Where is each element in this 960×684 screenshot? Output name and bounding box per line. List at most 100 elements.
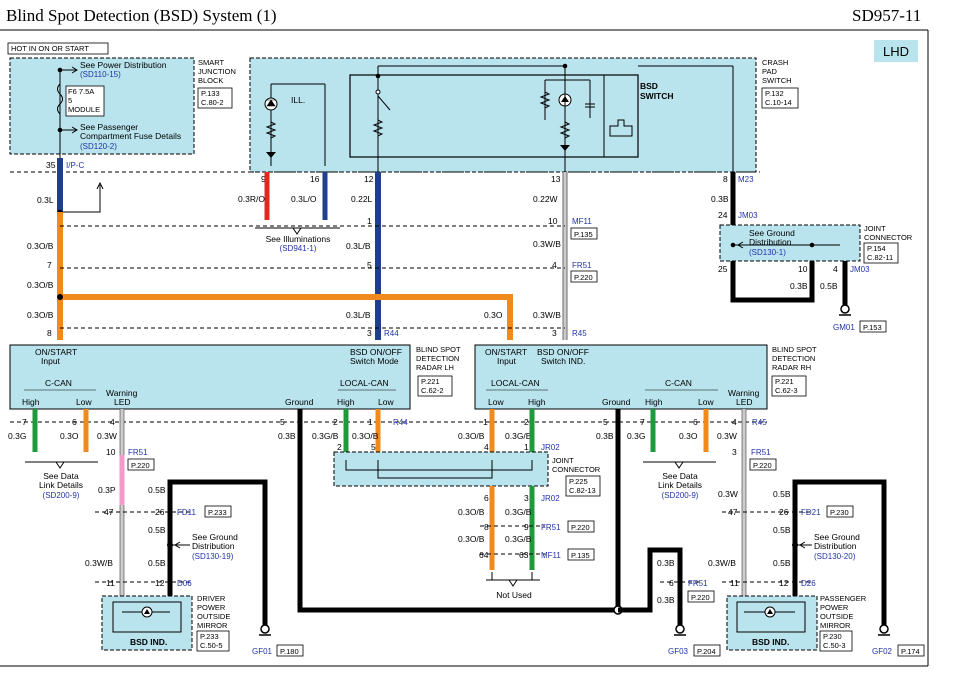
illum-ref: (SD941-1)	[280, 244, 317, 253]
rh-wire-03gb: 0.3G/B	[505, 431, 532, 441]
jcc-pin-5: 5	[371, 442, 376, 452]
sjb-name-1: SMART	[198, 58, 225, 67]
rm-fr51: FR51	[751, 448, 771, 457]
mid-fr51: FR51	[572, 261, 592, 270]
joint-connector-right	[719, 224, 861, 262]
jcc-wire-1: 0.3O/B	[458, 507, 485, 517]
rm-name-2: POWER	[820, 603, 849, 612]
lh-wire-03w: 0.3W	[97, 431, 117, 441]
jcc-ref-box	[565, 475, 601, 497]
rh-datalink-2: Link Details	[658, 480, 702, 490]
see-illum: See Illuminations	[266, 234, 331, 244]
lh-ref-box	[417, 375, 453, 397]
wire-022l: 0.22L	[351, 194, 373, 204]
sjb-ref-box	[197, 87, 233, 109]
mid-pin-7: 7	[47, 260, 52, 270]
jcc-pin-64: 64	[479, 550, 489, 560]
rh-bsd-onoff-2: Switch IND.	[541, 356, 585, 366]
wire-black-rm	[792, 479, 887, 625]
wire-022w: 0.22W	[533, 194, 558, 204]
cps-name-3: SWITCH	[762, 76, 792, 85]
jcc-pin-8: 8	[484, 522, 489, 532]
mid-wire-1: 0.3O/B	[27, 241, 54, 251]
led-icon	[266, 99, 276, 107]
rh-wire-03b: 0.3B	[596, 431, 614, 441]
lh-warning-1: Warning	[106, 388, 138, 398]
cps-pin-12: 12	[364, 174, 374, 184]
rh-c-high: High	[645, 397, 663, 407]
mid-ref-box	[570, 270, 598, 283]
rh-wire-03o: 0.3O	[679, 431, 698, 441]
rm-wire-03w: 0.3W	[718, 489, 738, 499]
rm-pin-11: 11	[730, 578, 739, 588]
gf01: GF01	[252, 647, 273, 656]
rm-ind-frame	[736, 601, 806, 633]
jc-see-ground-2: Distribution	[749, 237, 792, 247]
ground-icon	[260, 624, 270, 634]
mid-wire-wb1: 0.3W/B	[533, 239, 561, 249]
wire-black-loop	[730, 261, 815, 303]
jc-conn: C.82-11	[867, 253, 893, 262]
rh-c-can: C-CAN	[665, 378, 692, 388]
jc-see-ground-1: See Ground	[749, 228, 795, 238]
rh-high: High	[528, 397, 546, 407]
radar-lh	[9, 344, 411, 410]
rh-pin-6: 6	[693, 417, 698, 427]
wire-03b: 0.3B	[711, 194, 729, 204]
mid-r45: R45	[572, 329, 587, 338]
jcc-pin-6: 6	[484, 493, 489, 503]
fuse-module: MODULE	[68, 105, 100, 114]
left-mirror	[101, 595, 193, 651]
lm-pin-10: 10	[106, 447, 116, 457]
passenger-ref: (SD120-2)	[80, 142, 117, 151]
lm-name-2: POWER	[197, 603, 226, 612]
lm-fd11: FD11	[177, 508, 197, 517]
hot-label: HOT IN ON OR START	[11, 44, 89, 53]
jc-wire-a: 0.3B	[790, 281, 808, 291]
rm-p230: P.230	[830, 508, 849, 517]
lm-name-3: OUTSIDE	[197, 612, 230, 621]
chevron-down-icon	[674, 461, 684, 469]
fuse-icon	[57, 83, 63, 115]
radar-rh	[474, 344, 768, 410]
sjb-wire: 0.3L	[37, 195, 54, 205]
lm-pin-12: 12	[155, 578, 165, 588]
rh-warning-2: LED	[736, 397, 753, 407]
see-power: See Power Distribution	[80, 60, 167, 70]
rm-page: P.230	[823, 632, 842, 641]
cg-wire-b: 0.3B	[657, 595, 675, 605]
rm-ref-box	[819, 630, 853, 652]
lm-pin-11: 11	[106, 578, 115, 588]
jc-ref-box	[863, 242, 899, 264]
jcc-conn: C.82-13	[569, 486, 596, 495]
wire-03ro: 0.3R/O	[238, 194, 265, 204]
rm-bsd-ind: BSD IND.	[752, 637, 789, 647]
rh-on-start-2: Input	[497, 356, 517, 366]
cps-ref-box	[761, 87, 799, 109]
cps-pin-8: 8	[723, 174, 728, 184]
wire-black-ground	[297, 409, 621, 613]
lm-pin-47: 47	[104, 507, 114, 517]
lm-page: P.233	[200, 632, 219, 641]
mid-wire-03o: 0.3O	[484, 310, 503, 320]
sw-node	[375, 73, 381, 79]
gf01-ref-box	[276, 644, 304, 657]
arrow-icon	[799, 541, 806, 549]
sjb-pin-code: I/P-C	[66, 161, 84, 170]
lh-local-low: Low	[378, 397, 394, 407]
mid-pin-5: 5	[367, 260, 372, 270]
gf02: GF02	[872, 647, 893, 656]
sjb-conn: C.80-2	[201, 98, 224, 107]
jc-name-1: JOINT	[864, 224, 886, 233]
lh-bsd-onoff-2: Switch Mode	[350, 356, 399, 366]
sjb-name-2: JUNCTION	[198, 67, 236, 76]
jc-node	[809, 242, 815, 248]
lh-warning-2: LED	[114, 397, 131, 407]
jc-name-2: CONNECTOR	[864, 233, 913, 242]
gf02-ref-box	[897, 644, 925, 657]
lh-datalink-2: Link Details	[39, 480, 83, 490]
cg-pin-6: 6	[669, 578, 674, 588]
lh-bsd-onoff-1: BSD ON/OFF	[350, 347, 402, 357]
sjb-page: P.133	[201, 89, 220, 98]
lh-on-start-1: ON/START	[35, 347, 77, 357]
